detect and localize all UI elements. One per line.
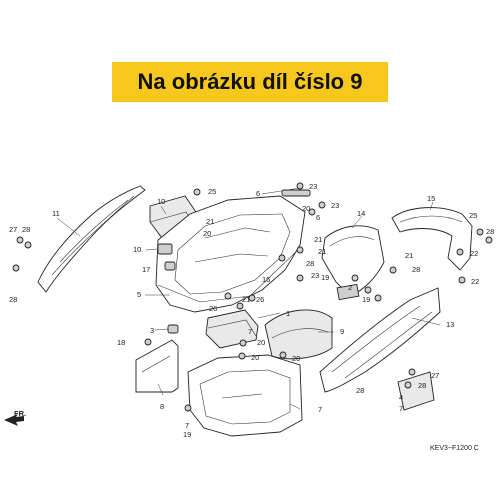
label-21c: 21 [318,247,326,256]
label-11: 10 [157,197,165,206]
label-27f: 28 [356,386,364,395]
label-19: 19 [321,273,329,282]
label-5: 5 [137,290,141,299]
label-1: 1 [286,309,290,318]
label-10: 10 [133,245,141,254]
label-27c: 28 [412,265,420,274]
label-12: 11 [52,209,60,218]
label-3: 3 [150,326,154,335]
part-4-plate [398,372,434,410]
label-21e: 21 [242,295,250,304]
label-21b: 21 [314,235,322,244]
label-20e: 20 [292,354,300,363]
diagram-code: KEV3−F1200 C [430,445,479,452]
label-6: 6 [256,189,260,198]
label-22b: 22 [471,277,479,286]
part-7-under-cover [188,355,302,436]
label-20c: 20 [257,338,265,347]
label-7c: 7 [318,405,322,414]
label-23c: 23 [311,271,319,280]
label-25b: 25 [469,211,477,220]
label-7b: 7 [185,421,189,430]
label-19b: 19 [362,295,370,304]
part-6-rod [262,188,310,196]
part-9-tray [265,310,332,359]
label-23b: 23 [331,201,339,210]
part-8-stay [136,340,178,392]
label-27d: 28 [22,225,30,234]
label-20: 20 [302,204,310,213]
label-6b: 6 [316,213,320,222]
label-20b: 20 [203,229,211,238]
label-28b: 27 [431,371,439,380]
label-2: 2 [348,283,352,292]
label-7: 7 [248,327,252,336]
label-27b: 28 [486,227,494,236]
label-25: 25 [208,187,216,196]
label-26b: 26 [209,304,217,313]
label-28: 27 [9,225,17,234]
label-9: 9 [340,327,344,336]
label-8: 8 [160,402,164,411]
label-15: 15 [427,194,435,203]
label-18: 18 [117,338,125,347]
part-12-side-rail [38,186,145,292]
label-7d: 7 [399,404,403,413]
part-3-clip [168,325,178,333]
label-27e: 28 [9,295,17,304]
label-14: 14 [357,209,365,218]
front-label: FR. [14,409,26,418]
label-21: 21 [206,217,214,226]
label-27g: 28 [418,381,426,390]
label-16: 16 [262,275,270,284]
front-direction-arrow: FR. [4,409,26,426]
label-13: 13 [446,320,454,329]
label-19c: 19 [183,430,191,439]
label-4: 4 [399,393,403,402]
label-27: 28 [306,259,314,268]
part-15-grab-rail [392,208,472,270]
label-22: 22 [470,249,478,258]
label-23: 23 [309,182,317,191]
label-20d: 20 [251,353,259,362]
label-26: 26 [256,295,264,304]
label-21d: 21 [405,251,413,260]
label-17: 17 [142,265,150,274]
